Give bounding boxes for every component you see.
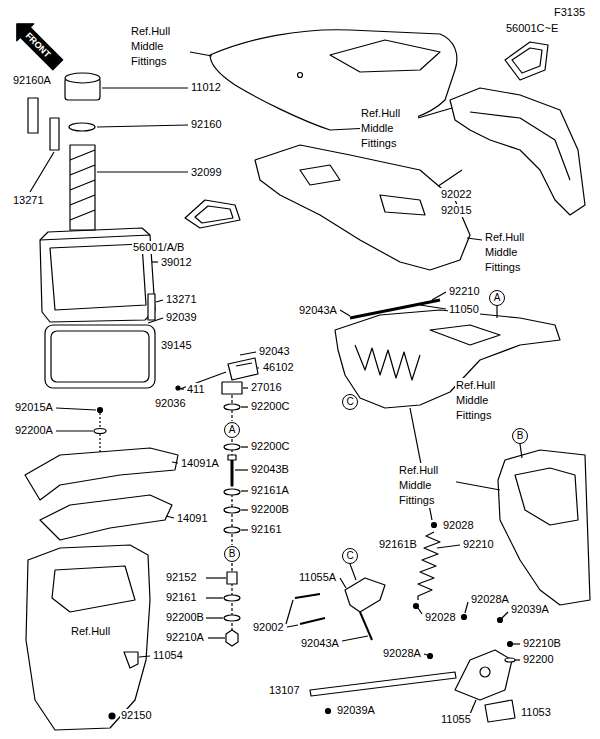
- callout-number: 92161: [250, 523, 283, 536]
- reference-letter: A: [229, 425, 236, 435]
- callout-number: 92200C: [250, 400, 291, 413]
- reference-letter: B: [229, 549, 236, 559]
- reference-letter: C: [346, 397, 353, 407]
- callout-number: Ref.Hull: [70, 625, 111, 638]
- reference-note: Ref.Hull Middle Fittings: [398, 463, 456, 508]
- reference-letter: A: [494, 293, 501, 303]
- callout-number: 92210: [448, 285, 481, 298]
- callout-number: 39145: [160, 339, 193, 352]
- reference-circle: C: [342, 548, 358, 564]
- callout-number: 92039A: [510, 603, 550, 616]
- callout-number: 92200B: [165, 611, 205, 624]
- callout-number: 92015A: [14, 401, 54, 414]
- reference-circle: A: [489, 290, 505, 306]
- callout-number: 92039: [165, 311, 198, 324]
- callout-number: 92043B: [250, 463, 290, 476]
- callout-number: 92200C: [250, 440, 291, 453]
- reference-note: Ref.Hull Middle Fittings: [455, 378, 513, 423]
- callout-number: 32099: [190, 166, 223, 179]
- callout-number: 56001/A/B: [132, 241, 185, 254]
- callout-number: 92002: [252, 621, 285, 634]
- callout-number: 92152: [165, 571, 198, 584]
- callout-number: 92028A: [382, 647, 422, 660]
- callout-number: 92160: [190, 118, 223, 131]
- callout-number: F3135: [553, 6, 586, 19]
- callout-number: 92210A: [165, 631, 205, 644]
- reference-note: Ref.Hull Middle Fittings: [130, 24, 188, 69]
- callout-number: 27016: [250, 381, 283, 394]
- callout-number: 92161: [165, 591, 198, 604]
- reference-note: Ref.Hull Middle Fittings: [360, 106, 418, 151]
- callout-number: 56001C~E: [505, 22, 559, 35]
- callout-number: 92015: [440, 204, 473, 217]
- reference-letter: B: [517, 431, 524, 441]
- callout-number: 92039A: [336, 704, 376, 717]
- callout-number: 92200A: [14, 424, 54, 437]
- callout-number: 11050: [448, 303, 480, 316]
- reference-letter: C: [346, 551, 353, 561]
- callout-number: 14091: [176, 512, 209, 525]
- callout-number: 11055A: [298, 571, 337, 584]
- callout-number: 92200: [522, 653, 555, 666]
- callout-number: 92036: [154, 397, 187, 410]
- callout-number: 92200B: [250, 503, 290, 516]
- callout-number: 39012: [160, 256, 193, 269]
- callout-number: 92043A: [300, 637, 340, 650]
- callout-number: 92028: [424, 611, 457, 624]
- callout-number: 92043: [258, 345, 291, 358]
- callout-number: 11053: [520, 706, 552, 719]
- reference-circle: B: [224, 546, 240, 562]
- callout-number: 11012: [190, 81, 222, 94]
- callout-number: 13271: [165, 293, 198, 306]
- callout-number: 92028A: [470, 593, 510, 606]
- reference-note: Ref.Hull Middle Fittings: [484, 230, 542, 275]
- callout-number: 11055: [440, 713, 472, 726]
- callout-number: 92161B: [378, 538, 418, 551]
- callout-number: 92210B: [522, 637, 562, 650]
- callout-number: 92160A: [12, 74, 52, 87]
- callout-number: 92161A: [250, 484, 290, 497]
- callout-number: 411: [186, 383, 206, 396]
- callout-number: 92150: [120, 709, 153, 722]
- reference-circle: A: [224, 422, 240, 438]
- callout-number: 13107: [268, 684, 301, 697]
- callout-number: 92043A: [298, 304, 338, 317]
- reference-circle: C: [342, 394, 358, 410]
- callout-number: 11054: [152, 649, 184, 662]
- callout-number: 92210: [462, 538, 495, 551]
- callout-number: 13271: [12, 194, 45, 207]
- callout-number: 46102: [262, 361, 295, 374]
- callout-number: 92022: [440, 188, 473, 201]
- callout-number: 14091A: [180, 457, 220, 470]
- reference-circle: B: [512, 428, 528, 444]
- callout-number: 92028: [442, 519, 475, 532]
